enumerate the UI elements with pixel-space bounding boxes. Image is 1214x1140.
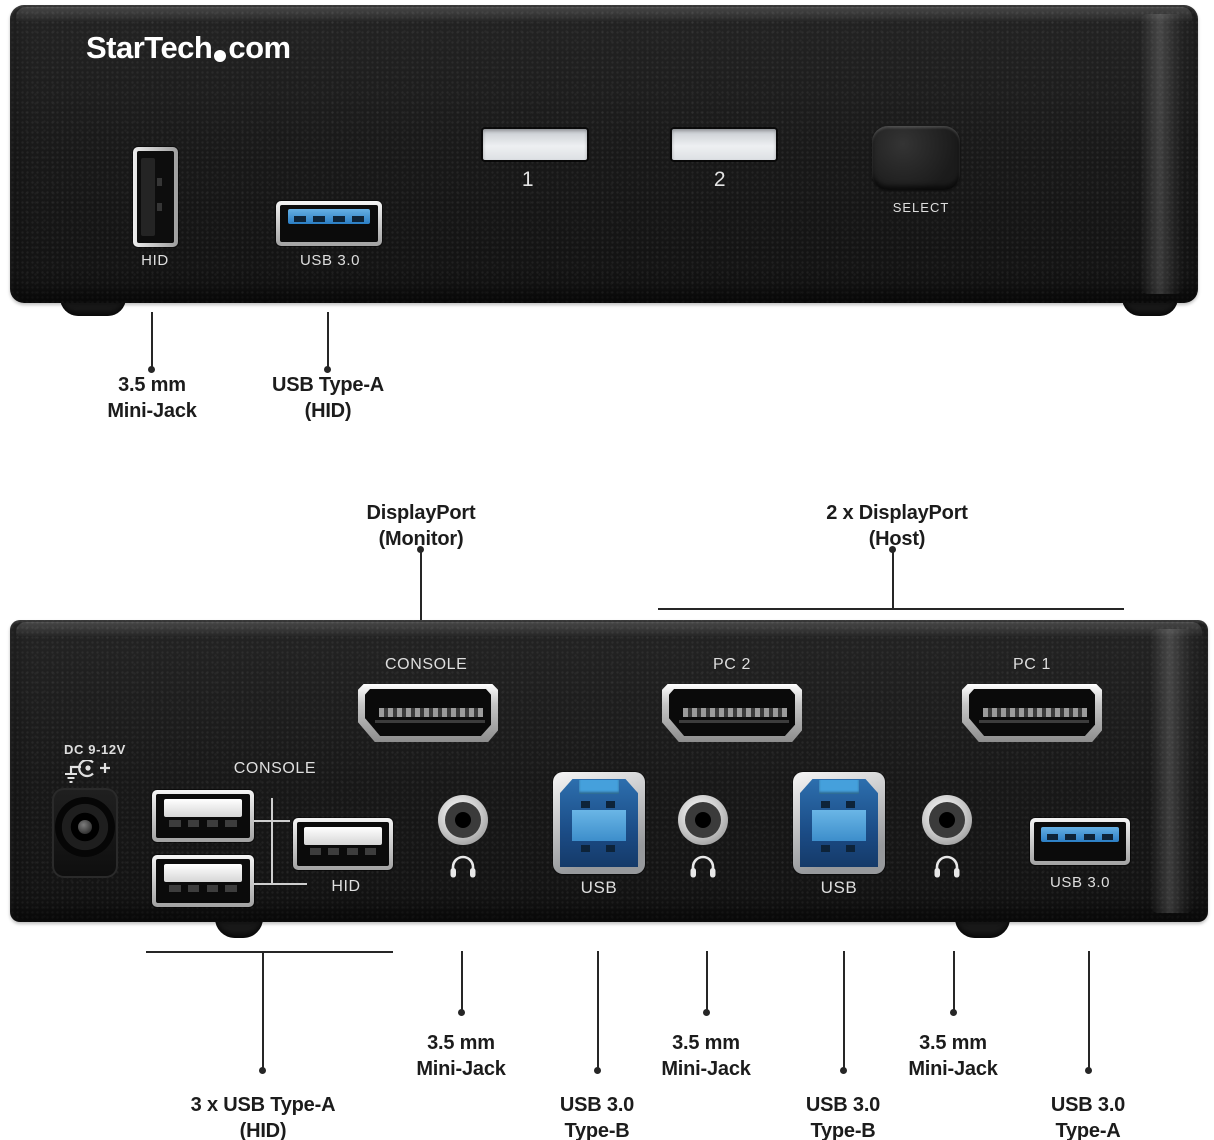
callout-bracket-usb-hid — [146, 951, 393, 953]
callout-line-host-dp — [892, 551, 894, 609]
port-1-indicator-window — [483, 129, 587, 160]
pc1-dp-label: PC 1 — [1013, 656, 1051, 673]
port-1-number-label: 1 — [521, 168, 535, 191]
back-usb30-port — [1030, 818, 1130, 865]
pc2-dp-label: PC 2 — [713, 656, 751, 673]
device-back-view: DC 9-12V CONSOLE — [10, 620, 1208, 922]
console-bracket-vertical — [271, 798, 273, 885]
callout-front-mini-jack: 3.5 mm Mini-Jack — [107, 374, 197, 422]
console-displayport — [358, 684, 498, 742]
console-dp-label: CONSOLE — [385, 656, 468, 673]
pc1-audio-jack — [922, 795, 972, 845]
select-button-label: SELECT — [892, 200, 950, 215]
callout-3x-usb-type-a: 3 x USB Type-A (HID) — [190, 1094, 336, 1140]
headphones-icon — [450, 855, 476, 878]
back-usb30-label: USB 3.0 — [1049, 874, 1111, 891]
dc-power-label: DC 9-12V — [64, 742, 126, 757]
headphones-icon — [934, 855, 960, 878]
front-hid-usb-port — [133, 147, 178, 247]
callout-line-front-hid — [151, 312, 153, 369]
pc2-displayport — [662, 684, 802, 742]
callout-usb30-type-b-2: USB 3.0 Type-B — [805, 1094, 881, 1140]
power-polarity-icon — [65, 760, 110, 783]
console-usb-port-top — [152, 790, 254, 842]
console-bracket-tick-bottom — [254, 883, 307, 885]
port-2-number-label: 2 — [713, 168, 727, 191]
port-2-indicator-window — [672, 129, 776, 160]
pc2-usb-b-label: USB — [580, 878, 618, 897]
device-front-view: StarTech com HID USB 3.0 1 2 SELECT — [10, 5, 1198, 303]
callout-usb30-type-b-1: USB 3.0 Type-B — [559, 1094, 635, 1140]
callout-mini-jack-1: 3.5 mm Mini-Jack — [416, 1032, 506, 1080]
callout-displayport-host: 2 x DisplayPort (Host) — [826, 502, 968, 550]
pc2-audio-jack — [678, 795, 728, 845]
console-usb-group-label: CONSOLE — [233, 760, 317, 777]
logo-text-right: com — [228, 30, 291, 65]
front-usb30-port — [276, 201, 382, 246]
callout-usb30-type-a: USB 3.0 Type-A — [1050, 1094, 1126, 1140]
callout-displayport-monitor: DisplayPort (Monitor) — [366, 502, 476, 550]
pc1-usb-b-port — [793, 772, 885, 874]
headphones-icon — [690, 855, 716, 878]
callout-line-front-usb — [327, 312, 329, 369]
console-usb-port-bottom — [152, 855, 254, 907]
callout-bracket-host-dp — [658, 608, 1124, 610]
pc2-usb-b-port — [553, 772, 645, 874]
callout-mini-jack-3: 3.5 mm Mini-Jack — [908, 1032, 998, 1080]
console-bracket-tick-top — [254, 820, 290, 822]
logo-text-left: StarTech — [86, 30, 213, 65]
select-button — [872, 126, 960, 190]
callout-line-monitor-dp — [420, 551, 422, 621]
hid-usb-port — [293, 818, 393, 870]
dc-power-jack — [52, 788, 118, 878]
pc1-displayport — [962, 684, 1102, 742]
startech-logo: StarTech com — [86, 32, 291, 63]
pc1-usb-b-label: USB — [820, 878, 858, 897]
callout-mini-jack-2: 3.5 mm Mini-Jack — [661, 1032, 751, 1080]
back-hid-port-label: HID — [331, 878, 361, 895]
logo-dot-icon — [214, 50, 227, 62]
console-audio-jack — [438, 795, 488, 845]
front-usb30-port-label: USB 3.0 — [299, 252, 361, 269]
callout-front-usb-type-a: USB Type-A (HID) — [271, 374, 385, 422]
front-hid-port-label: HID — [141, 252, 169, 269]
